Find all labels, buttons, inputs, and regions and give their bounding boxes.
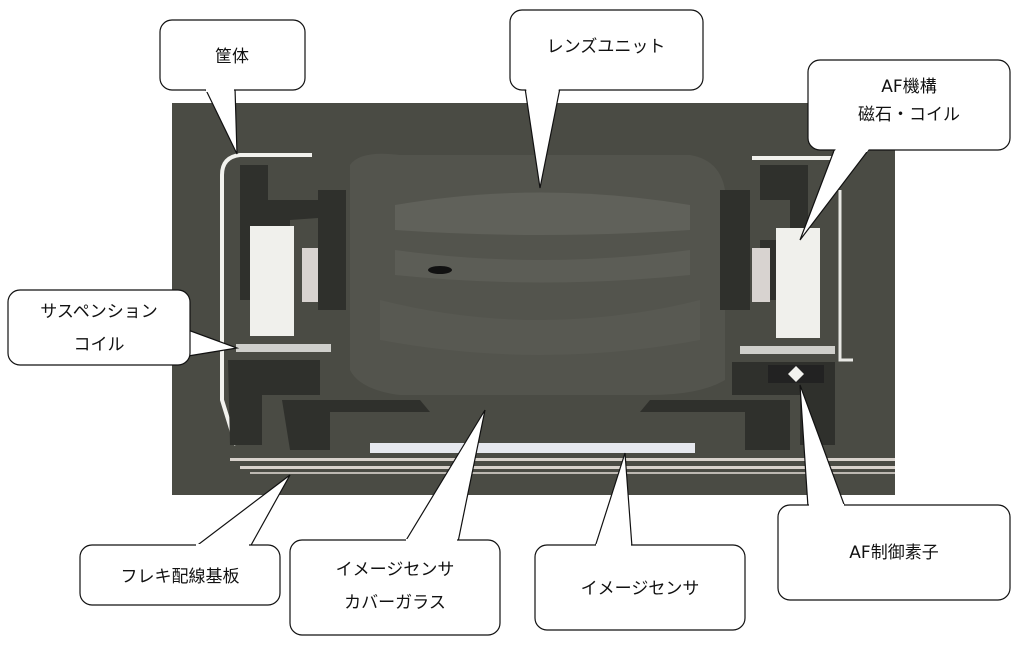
left-suspension-coil (236, 344, 331, 352)
callout-suspension-coil: サスペンション コイル (7, 289, 240, 366)
image-sensor (370, 443, 695, 453)
cross-section-photo (172, 103, 895, 495)
label-af-mechanism-sub: 磁石・コイル (858, 105, 960, 125)
callout-lens-unit: レンズユニット (509, 9, 704, 189)
label-suspension-coil-line2: コイル (74, 335, 125, 355)
housing-frame (220, 153, 312, 446)
callout-housing: 筐体 (159, 19, 306, 155)
af-driver-chip (788, 366, 804, 382)
label-suspension-coil-line1: サスペンション (40, 302, 157, 322)
lens-element (395, 250, 690, 283)
label-flex-board: フレキ配線基板 (121, 567, 240, 587)
lens-element (395, 192, 690, 235)
label-housing: 筐体 (215, 47, 249, 67)
callout-flex-board: フレキ配線基板 (79, 474, 291, 606)
callout-image-sensor: イメージセンサ (534, 452, 746, 631)
right-magnet (776, 228, 820, 338)
label-af-mechanism: AF機構 (881, 77, 936, 97)
label-af-driver: AF制御素子 (849, 543, 938, 563)
label-lens-unit: レンズユニット (547, 37, 666, 57)
lens-element (380, 300, 700, 355)
callout-cover-glass: イメージセンサ カバーガラス (289, 409, 501, 636)
callout-af-driver: AF制御素子 (777, 384, 1011, 601)
left-magnet (250, 226, 294, 336)
label-cover-glass-line1: イメージセンサ (336, 560, 455, 580)
label-image-sensor: イメージセンサ (581, 579, 700, 599)
flex-board (230, 458, 895, 461)
right-af-coil (752, 248, 770, 302)
callout-af-mechanism: AF機構 磁石・コイル (799, 59, 1011, 241)
label-cover-glass-line2: カバーガラス (344, 593, 446, 613)
left-af-coil (302, 248, 318, 302)
